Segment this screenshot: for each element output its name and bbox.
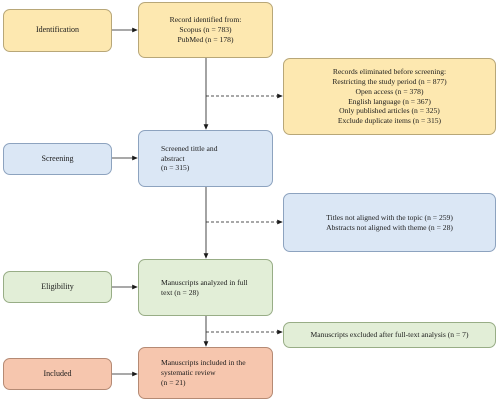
- included-count: (n = 21): [161, 377, 186, 387]
- screen-excluded-titles: Titles not aligned with the topic (n = 2…: [326, 212, 453, 222]
- full-text-line-2: text (n = 28): [161, 287, 199, 297]
- stage-eligibility: Eligibility: [3, 271, 112, 303]
- records-identified-title: Record identified from:: [169, 15, 242, 25]
- screen-excluded-abstracts: Abstracts not aligned with theme (n = 28…: [326, 222, 453, 232]
- eliminated-study-period: Restricting the study period (n = 877): [332, 76, 447, 86]
- eliminated-duplicates: Exclude duplicate items (n = 315): [337, 116, 442, 126]
- eliminated-english: English language (n = 367): [348, 96, 431, 106]
- included-box: Manuscripts included in the systematic r…: [138, 347, 273, 399]
- stage-included-label: Included: [43, 368, 72, 378]
- full-text-excluded-box: Manuscripts excluded after full-text ana…: [283, 322, 496, 348]
- records-identified-pubmed: PubMed (n = 178): [177, 34, 234, 44]
- screened-line-2: abstract: [161, 153, 185, 163]
- stage-identification-label: Identification: [35, 25, 80, 35]
- full-text-line-1: Manuscripts analyzed in full: [161, 277, 248, 287]
- eliminated-published: Only published articles (n = 325): [339, 106, 440, 116]
- stage-eligibility-label: Eligibility: [41, 281, 74, 291]
- screened-box: Screened tittle and abstract (n = 315): [138, 130, 273, 187]
- screen-excluded-box: Titles not aligned with the topic (n = 2…: [283, 193, 496, 252]
- stage-included: Included: [3, 358, 112, 390]
- records-eliminated-box: Records eliminated before screening: Res…: [283, 58, 496, 135]
- eliminated-open-access: Open access (n = 378): [355, 86, 424, 96]
- records-identified-box: Record identified from: Scopus (n = 783)…: [138, 2, 273, 58]
- stage-identification: Identification: [3, 9, 112, 52]
- full-text-box: Manuscripts analyzed in full text (n = 2…: [138, 259, 273, 316]
- eliminated-title: Records eliminated before screening:: [332, 66, 447, 76]
- stage-screening-label: Screening: [41, 153, 74, 163]
- stage-screening: Screening: [3, 143, 112, 175]
- full-text-excluded-text: Manuscripts excluded after full-text ana…: [310, 330, 469, 340]
- included-line-2: systematic review: [161, 368, 216, 378]
- screened-line-1: Screened tittle and: [161, 143, 218, 153]
- screened-count: (n = 315): [161, 163, 190, 173]
- included-line-1: Manuscripts included in the: [161, 358, 246, 368]
- records-identified-scopus: Scopus (n = 783): [179, 25, 232, 35]
